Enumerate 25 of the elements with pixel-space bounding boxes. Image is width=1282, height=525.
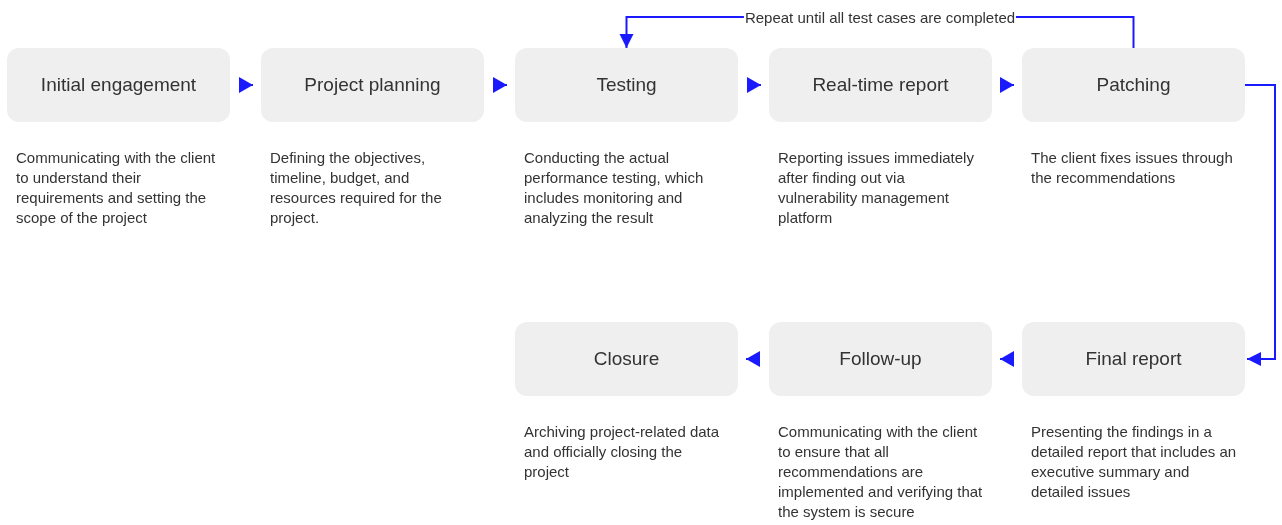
step-title: Testing: [596, 74, 657, 96]
arrow: [746, 77, 762, 93]
process-box: [515, 48, 738, 122]
process-box: [1022, 48, 1245, 122]
connector-arrow: [1244, 84, 1276, 366]
arrow: [745, 351, 761, 367]
step-title: Initial engagement: [40, 74, 197, 96]
step-description: Reporting issues immediately after finding out via vulnerability management platform: [778, 148, 975, 228]
arrow: [999, 351, 1014, 367]
step-description: Communicating with the client to ensure that all recommendations are implemented and verifying that the system is secure: [778, 422, 984, 522]
step-title: Final report: [1085, 348, 1182, 370]
step-title: Closure: [593, 348, 660, 370]
arrow: [492, 77, 508, 93]
step-description: Archiving project-related data and officially closing the project: [524, 422, 721, 482]
step-description: Conducting the actual performance testing, which includes monitoring and analyzing the result: [524, 148, 705, 228]
step-title: Follow-up: [839, 348, 922, 370]
step-description: The client fixes issues through the recommendations: [1031, 148, 1234, 188]
step-title: Real-time report: [812, 74, 949, 96]
step-description: Defining the objectives, timeline, budget, and resources required for the project.: [270, 148, 443, 228]
arrow: [1000, 77, 1015, 93]
step-description: Presenting the findings in a detailed report that includes an executive summary and detailed issues: [1031, 422, 1237, 502]
arrow: [238, 77, 254, 93]
step-description: Communicating with the client to understand their requirements and setting the scope of the project: [16, 148, 217, 228]
step-title: Project planning: [304, 74, 441, 96]
step-title: Patching: [1096, 74, 1171, 96]
